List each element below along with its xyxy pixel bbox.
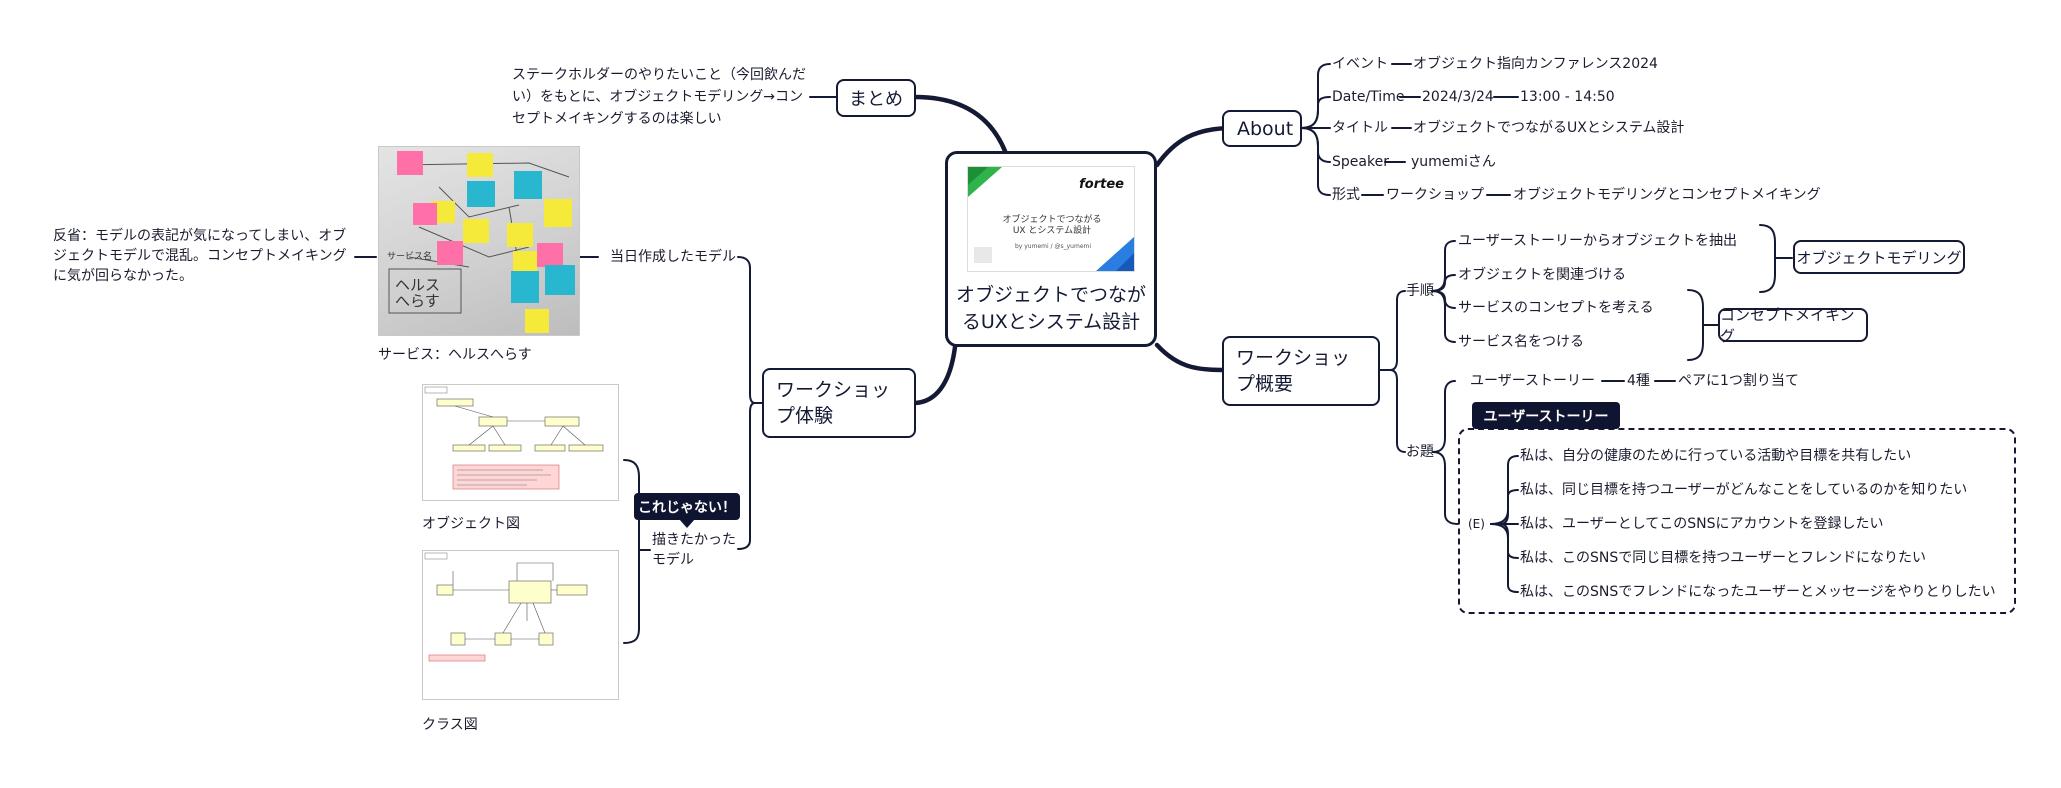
object-modeling-node[interactable]: オブジェクトモデリング	[1793, 240, 1965, 274]
about-value-format: ワークショップ	[1386, 187, 1484, 203]
about-value-speaker: yumemiさん	[1411, 154, 1496, 170]
sticky-note	[431, 201, 455, 223]
sticky-note	[507, 223, 533, 247]
story-assign: ペアに1つ割り当て	[1678, 373, 1799, 389]
summary-label: まとめ	[849, 89, 903, 110]
story-3: 私は、ユーザーとしてこのSNSにアカウントを登録したい	[1520, 516, 1884, 532]
topic-label: お題	[1406, 444, 1434, 460]
object-diagram-drawing	[424, 386, 604, 490]
about-value-time: 13:00 - 14:50	[1520, 89, 1615, 105]
story-e-label: (E)	[1468, 517, 1485, 531]
callout-pointer	[679, 519, 695, 528]
step-1: ユーザーストーリーからオブジェクトを抽出	[1458, 233, 1738, 249]
overview-label: ワークショップ概要	[1236, 347, 1351, 395]
slide-thumbnail: fortee オブジェクトでつながるUX とシステム設計 by yumemi /…	[967, 166, 1135, 272]
class-diagram-caption: クラス図	[422, 717, 478, 733]
sticky-note	[545, 265, 575, 295]
about-key-datetime: Date/Time	[1332, 89, 1405, 105]
about-key-speaker: Speaker	[1332, 154, 1389, 170]
story-group-box	[1458, 428, 2016, 614]
about-key-title: タイトル	[1332, 120, 1388, 136]
service-caption: サービス：ヘルスへらす	[378, 347, 532, 363]
about-value-title: オブジェクトでつながるUXとシステム設計	[1413, 120, 1685, 136]
photo-handwriting-small: サービス名	[387, 252, 433, 262]
slide-title: オブジェクトでつながるUX とシステム設計	[1002, 215, 1102, 236]
central-title: オブジェクトでつながるUXとシステム設計	[955, 284, 1146, 333]
about-key-format: 形式	[1332, 187, 1360, 203]
wanted-model-label: 描きたかったモデル	[652, 532, 736, 568]
made-model-label: 当日作成したモデル	[610, 249, 736, 265]
slide-corner-decoration	[968, 167, 1134, 271]
about-value-format-detail: オブジェクトモデリングとコンセプトメイキング	[1513, 187, 1821, 203]
sticky-note	[537, 243, 563, 267]
edge-center-summary	[912, 94, 1008, 154]
workshop-photo: サービス名 ヘルスへらす	[378, 146, 580, 336]
slide-brand: fortee	[1079, 177, 1124, 192]
overview-node[interactable]: ワークショップ概要	[1222, 336, 1380, 406]
object-diagram-caption: オブジェクト図	[422, 516, 520, 532]
step-4: サービス名をつける	[1458, 334, 1584, 350]
sticky-note	[413, 203, 437, 225]
sticky-note	[544, 199, 572, 227]
about-value-date: 2024/3/24	[1422, 89, 1494, 105]
story-tag: ユーザーストーリー	[1472, 402, 1620, 429]
workshop-node[interactable]: ワークショップ体験	[762, 368, 916, 438]
story-5: 私は、このSNSでフレンドになったユーザーとメッセージをやりとりしたい	[1520, 584, 1996, 600]
story-1: 私は、自分の健康のために行っている活動や目標を共有したい	[1520, 448, 1912, 464]
sticky-note	[463, 219, 489, 243]
concept-making-node[interactable]: コンセプトメイキング	[1718, 306, 1868, 345]
story-count: 4種	[1627, 373, 1650, 389]
reflection-note: 反省：モデルの表記が気になってしまい、オブジェクトモデルで混乱。コンセプトメイキ…	[53, 228, 347, 284]
sticky-note	[525, 309, 549, 333]
step-3: サービスのコンセプトを考える	[1458, 300, 1654, 316]
sticky-note	[467, 153, 493, 177]
workshop-label: ワークショップ体験	[776, 379, 891, 427]
sticky-note	[513, 251, 537, 273]
class-diagram-drawing	[424, 552, 588, 662]
about-node[interactable]: About	[1222, 110, 1302, 147]
sticky-note	[397, 151, 423, 175]
callout-tag: これじゃない！	[634, 493, 740, 520]
slide-author: by yumemi / @s_yumemi	[1014, 243, 1092, 250]
summary-note: ステークホルダーのやりたいこと（今回飲んだい）をもとに、オブジェクトモデリング→…	[512, 67, 806, 127]
story-2: 私は、同じ目標を持つユーザーがどんなことをしているのかを知りたい	[1520, 482, 1968, 498]
story-4: 私は、このSNSで同じ目標を持つユーザーとフレンドになりたい	[1520, 550, 1926, 566]
sticky-note	[511, 271, 539, 303]
about-value-event: オブジェクト指向カンファレンス2024	[1413, 56, 1658, 72]
concept-making-label: コンセプトメイキング	[1720, 306, 1855, 345]
object-diagram-image	[422, 384, 619, 501]
sticky-note	[514, 171, 542, 199]
about-label: About	[1237, 117, 1294, 140]
sticky-note	[467, 181, 495, 207]
class-diagram-image	[422, 550, 619, 700]
photo-handwriting: ヘルスへらす	[395, 276, 441, 310]
summary-node[interactable]: まとめ	[836, 79, 916, 117]
step-2: オブジェクトを関連づける	[1458, 267, 1626, 283]
object-modeling-label: オブジェクトモデリング	[1796, 248, 1962, 267]
steps-label: 手順	[1406, 283, 1434, 299]
sticky-note	[437, 241, 463, 265]
about-key-event: イベント	[1332, 56, 1388, 72]
edge-center-workshop	[912, 344, 958, 406]
story-branch-label: ユーザーストーリー	[1470, 373, 1596, 389]
central-topic[interactable]: fortee オブジェクトでつながるUX とシステム設計 by yumemi /…	[945, 151, 1157, 347]
